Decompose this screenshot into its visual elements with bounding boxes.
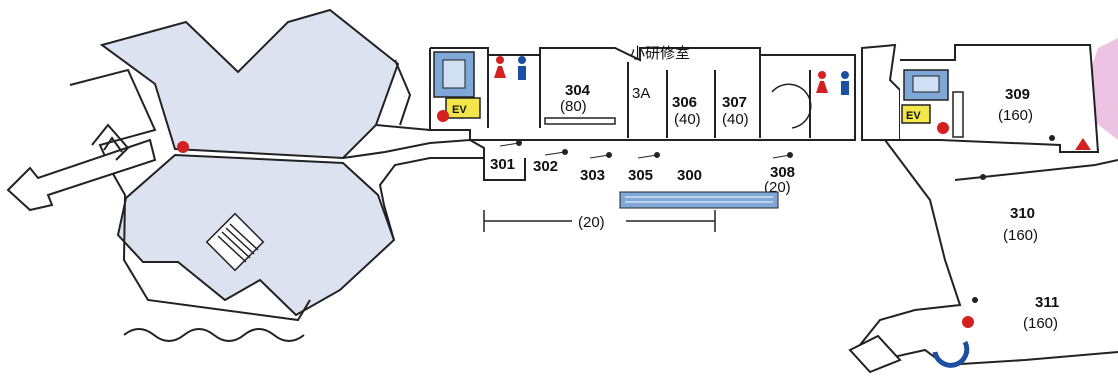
room-capacity: (40) <box>674 111 701 128</box>
left-wavy-edge <box>123 328 305 342</box>
room-number: 309 <box>1005 86 1030 103</box>
stair-spiral-icon <box>771 83 812 129</box>
left-stairs-icon <box>205 212 265 272</box>
room-capacity: (80) <box>560 98 587 115</box>
room-number: 307 <box>722 94 747 111</box>
room-number: 306 <box>672 94 697 111</box>
marker-dot-icon <box>937 122 949 134</box>
room-number: 300 <box>677 167 702 184</box>
marker-dot-icon <box>177 141 189 153</box>
left-entrance-arrow-icon <box>6 123 157 212</box>
restroom-female-icon <box>494 56 506 78</box>
restroom-female-icon <box>816 71 828 93</box>
door-markers <box>499 140 793 159</box>
elevator-icon <box>445 97 481 119</box>
room-number: 304 <box>565 82 591 99</box>
fire-extinguisher-icon <box>1075 138 1091 150</box>
marker-dot-icon <box>437 110 449 122</box>
elevator-label-left: EV <box>452 104 467 116</box>
room-capacity: (40) <box>722 111 749 128</box>
room-number: 305 <box>628 167 653 184</box>
marker-dot-icon <box>962 316 974 328</box>
room-number: 308 <box>770 164 795 181</box>
stair-spiral-icon <box>932 340 970 368</box>
elevator-icon <box>901 104 931 124</box>
room-capacity: (160) <box>1023 315 1058 332</box>
room-3a-label: 3A <box>632 85 650 102</box>
top-building-block <box>394 47 856 181</box>
room-number: 302 <box>533 158 558 175</box>
room-capacity: (160) <box>1003 227 1038 244</box>
restroom-male-icon <box>841 71 849 95</box>
left-site-outline <box>69 68 311 322</box>
room-number: 310 <box>1010 205 1035 222</box>
small-study-room-label: 小研修室 <box>630 44 690 62</box>
walkway-strip <box>619 191 779 209</box>
room-capacity: (160) <box>998 107 1033 124</box>
direction-arrow-icon <box>848 334 902 374</box>
right-building <box>858 43 1118 367</box>
room-number: 301 <box>490 156 515 173</box>
room-number: 303 <box>580 167 605 184</box>
dimension-line <box>483 210 716 232</box>
range-capacity-label: (20) <box>578 214 605 231</box>
elevator-label-right: EV <box>906 110 921 122</box>
room-number: 311 <box>1035 294 1059 311</box>
restroom-male-icon <box>518 56 526 80</box>
